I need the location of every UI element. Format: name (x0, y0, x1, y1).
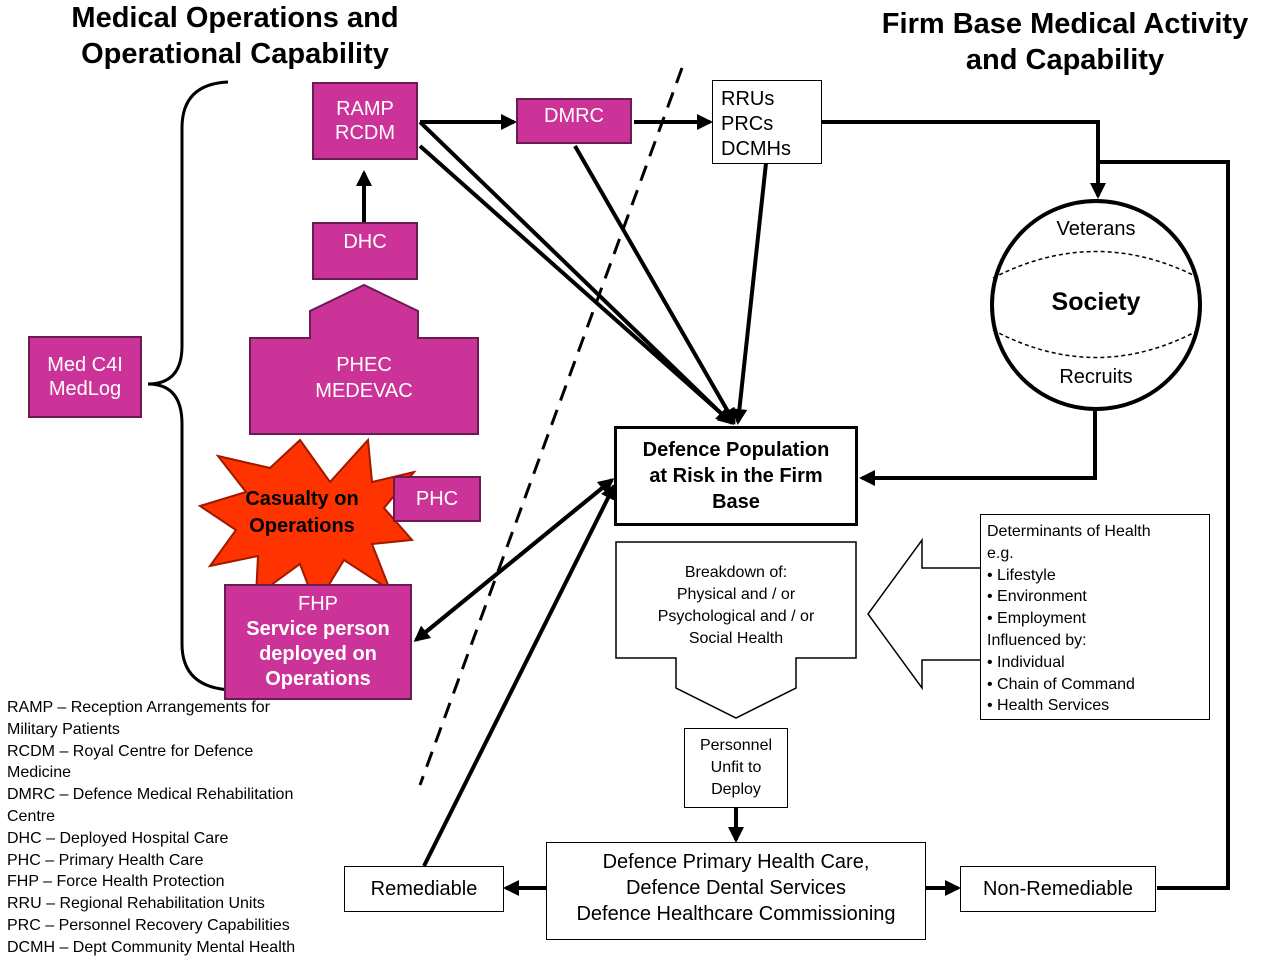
primary-line2: Defence Dental Services (625, 877, 847, 899)
legend-item: DHC – Deployed Hospital Care (7, 829, 229, 847)
legend-item: DCMH – Dept Community Mental Health (7, 938, 296, 956)
left-brace (147, 80, 233, 692)
society-lower-band (992, 329, 1200, 359)
ramp-label: RAMP (336, 98, 394, 120)
legend-item: RRU – Regional Rehabilitation Units (7, 895, 265, 913)
casualty-label: Casualty on Operations (222, 486, 382, 540)
casualty-line1: Casualty on (245, 488, 359, 510)
node-primary-health-care[interactable]: Defence Primary Health Care, Defence Den… (546, 842, 926, 940)
arrow-nonremediable-to-society (1100, 160, 1230, 890)
determinants-line8: • Chain of Command (987, 675, 1135, 693)
dashed-divider (418, 67, 684, 786)
society-upper-band (992, 250, 1200, 279)
node-non-remediable[interactable]: Non-Remediable (960, 866, 1156, 912)
determinants-line9: • Health Services (987, 697, 1110, 715)
population-line2: at Risk in the Firm (649, 465, 823, 487)
node-medc4i-medlog[interactable]: Med C4I MedLog (28, 336, 142, 418)
arrow-fhp-to-population (414, 478, 615, 642)
fhp-title: FHP (298, 593, 338, 615)
primary-line1: Defence Primary Health Care, (602, 851, 870, 873)
casualty-line2: Operations (249, 515, 355, 537)
legend-item: Military Patients (7, 720, 120, 738)
dhc-label: DHC (343, 231, 387, 253)
determinants-arrow-shape (867, 537, 980, 691)
unfit-line1: Personnel (699, 737, 773, 754)
legend-item: RAMP – Reception Arrangements for (7, 699, 270, 716)
society-veterans-label: Veterans (1056, 218, 1136, 240)
unfit-line2: Unfit to (710, 759, 762, 776)
non-remediable-label: Non-Remediable (982, 878, 1134, 900)
dmrc-label: DMRC (544, 105, 604, 127)
society-label: Society (1051, 288, 1141, 316)
legend-item: PRC – Personnel Recovery Capabilities (7, 916, 290, 934)
society-circle (990, 199, 1202, 411)
medc4i-label: Med C4I (47, 354, 123, 376)
rcdm-label: RCDM (335, 122, 395, 144)
breakdown-line1: Breakdown of: (684, 564, 788, 581)
rrus-label: RRUs (721, 88, 775, 110)
dcmhs-label: DCMHs (721, 138, 791, 160)
legend-item: FHP – Force Health Protection (7, 873, 225, 891)
determinants-line7: • Individual (987, 653, 1065, 671)
breakdown-arrow-shape (615, 541, 857, 719)
breakdown-line3: Psychological and / or (657, 608, 815, 625)
arrow-society-to-population (859, 408, 1097, 486)
breakdown-line4: Social Health (688, 630, 784, 647)
medevac-label: MEDEVAC (315, 380, 413, 402)
node-phec-medevac[interactable]: PHEC MEDEVAC (250, 352, 478, 412)
node-rrus-prcs-dcmhs[interactable]: RRUs PRCs DCMHs (712, 80, 822, 164)
node-fhp[interactable]: FHP Service person deployed on Operation… (224, 584, 412, 700)
node-ramp-rcdm[interactable]: RAMP RCDM (312, 82, 418, 160)
arrow-remediable-to-population (422, 483, 616, 867)
arrow-rrus-to-population (731, 162, 768, 425)
node-determinants[interactable]: Determinants of Health e.g. • Lifestyle … (980, 514, 1210, 720)
arrow-rcdm-to-population (418, 144, 735, 425)
determinants-line3: • Lifestyle (987, 566, 1056, 584)
heading-right-line2: and Capability (965, 44, 1165, 76)
arrow-dmrc-to-population (573, 145, 736, 425)
determinants-line5: • Employment (987, 610, 1086, 628)
heading-medical-operations: Medical Operations and Operational Capab… (20, 0, 450, 72)
breakdown-line2: Physical and / or (676, 586, 796, 603)
society-recruits-label: Recruits (1059, 366, 1133, 388)
legend-item: Medicine (7, 764, 72, 782)
fhp-line1: Service person (246, 618, 390, 640)
determinants-line1: Determinants of Health (987, 523, 1151, 540)
node-remediable[interactable]: Remediable (344, 866, 504, 912)
primary-line3: Defence Healthcare Commissioning (576, 903, 896, 925)
legend-item: Centre (7, 807, 56, 825)
population-line1: Defence Population (642, 439, 830, 461)
arrow-ramp-to-population (418, 120, 733, 425)
heading-right-line1: Firm Base Medical Activity (881, 8, 1249, 40)
legend-item: RCDM – Royal Centre for Defence (7, 742, 254, 760)
legend-item: PHC – Primary Health Care (7, 851, 204, 869)
fhp-line2: deployed on (259, 643, 377, 665)
heading-left-line1: Medical Operations and (71, 2, 399, 34)
node-dmrc[interactable]: DMRC (516, 98, 632, 144)
determinants-line4: • Environment (987, 588, 1087, 606)
unfit-line3: Deploy (711, 781, 761, 798)
node-defence-population[interactable]: Defence Population at Risk in the Firm B… (614, 426, 858, 526)
node-unfit-to-deploy[interactable]: Personnel Unfit to Deploy (684, 728, 788, 808)
determinants-line2: e.g. (987, 544, 1014, 562)
arrow-rrus-to-society (822, 120, 1106, 199)
medlog-label: MedLog (48, 378, 122, 400)
heading-left-line2: Operational Capability (81, 38, 389, 70)
node-phc[interactable]: PHC (393, 476, 481, 522)
heading-firm-base: Firm Base Medical Activity and Capabilit… (850, 6, 1280, 78)
phc-label: PHC (415, 488, 459, 510)
node-dhc[interactable]: DHC (312, 222, 418, 280)
determinants-line6: Influenced by: (987, 631, 1087, 649)
remediable-label: Remediable (370, 878, 478, 900)
fhp-line3: Operations (265, 668, 371, 690)
phec-arrow-shape (249, 283, 479, 435)
phec-label: PHEC (336, 354, 392, 376)
prcs-label: PRCs (721, 113, 774, 135)
node-breakdown[interactable]: Breakdown of: Physical and / or Psycholo… (616, 562, 856, 650)
legend: RAMP – Reception Arrangements for Milita… (7, 697, 347, 959)
population-line3: Base (712, 491, 760, 513)
legend-item: DMRC – Defence Medical Rehabilitation (7, 786, 294, 804)
